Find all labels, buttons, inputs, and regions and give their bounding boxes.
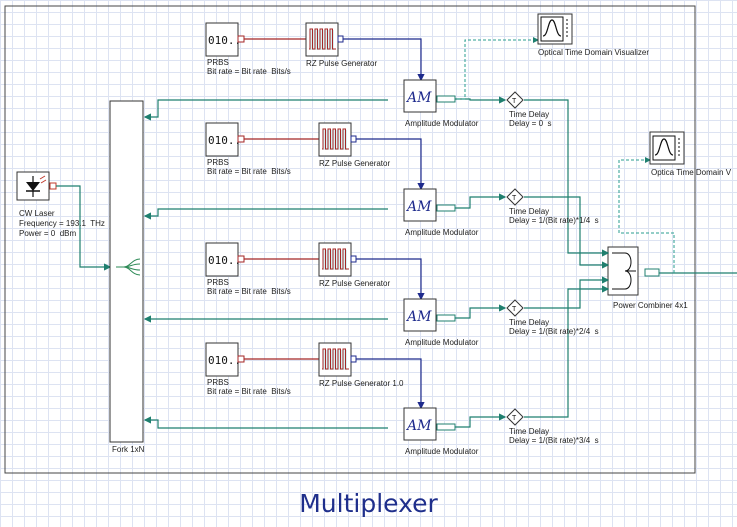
- modulator-icon-text: AM: [405, 90, 432, 106]
- modulator-name: Amplitude Modulator: [405, 119, 479, 128]
- rz-pulse-generator-block[interactable]: [318, 242, 357, 277]
- laser-frequency: Frequency = 193.1 THz: [19, 219, 105, 228]
- fork-block[interactable]: [109, 100, 144, 443]
- layout-frame: [4, 5, 696, 474]
- prbs-param: Bit rate = Bit rate Bits/s: [207, 67, 291, 76]
- visualizer-1-name: Optical Time Domain Visualizer: [538, 48, 650, 57]
- laser-diode-icon: [26, 175, 47, 197]
- delay-to-combiner-wires: [524, 99, 610, 418]
- diagram-caption: Multiplexer: [299, 489, 438, 518]
- pulse-to-modulator-wire: [356, 138, 425, 191]
- fork-icon: [116, 258, 141, 276]
- laser-name: CW Laser: [19, 209, 55, 218]
- prbs-name: PRBS: [207, 378, 229, 387]
- delay-name: Time Delay: [509, 427, 550, 436]
- visualizer-block-1[interactable]: [537, 13, 573, 45]
- modulator-name: Amplitude Modulator: [405, 338, 479, 347]
- modulator-icon-text: AM: [405, 199, 432, 215]
- mod-to-visualizer-wire: [457, 37, 539, 100]
- delay-name: Time Delay: [509, 110, 550, 119]
- channel-row: 010.. AM T: [205, 122, 524, 222]
- modulator-name: Amplitude Modulator: [405, 447, 479, 456]
- amplitude-modulator-block[interactable]: AM: [403, 298, 456, 332]
- delay-name: Time Delay: [509, 207, 550, 216]
- delay-value: Delay = 0 s: [509, 119, 552, 128]
- rz-pulse-generator-block[interactable]: [318, 342, 357, 377]
- amplitude-modulator-block[interactable]: AM: [403, 188, 456, 222]
- delay-value: Delay = 1/(Bit rate)*1/4 s: [509, 216, 599, 225]
- time-delay-block[interactable]: T: [506, 299, 524, 317]
- visualizer-block-2[interactable]: [649, 131, 685, 165]
- prbs-icon-text: 010..: [208, 354, 241, 367]
- prbs-icon-text: 010..: [208, 34, 241, 47]
- oscilloscope-icon: [652, 135, 680, 161]
- prbs-param: Bit rate = Bit rate Bits/s: [207, 167, 291, 176]
- prbs-icon-text: 010..: [208, 254, 241, 267]
- laser-to-fork-wire: [56, 185, 112, 271]
- cw-laser-block[interactable]: [16, 171, 57, 201]
- pulse-name: RZ Pulse Generator 1.0: [319, 379, 404, 388]
- prbs-block[interactable]: 010..: [205, 342, 245, 377]
- fork-name: Fork 1xN: [112, 445, 145, 454]
- power-combiner-block[interactable]: [607, 246, 660, 296]
- delay-icon-text: T: [512, 98, 517, 105]
- combiner-name: Power Combiner 4x1: [613, 301, 688, 310]
- modulator-to-delay-wire: [455, 304, 507, 319]
- modulator-icon-text: AM: [405, 418, 432, 434]
- prbs-block[interactable]: 010..: [205, 22, 245, 57]
- delay-icon-text: T: [512, 195, 517, 202]
- prbs-block[interactable]: 010..: [205, 122, 245, 157]
- delay-icon-text: T: [512, 415, 517, 422]
- amplitude-modulator-block[interactable]: AM: [403, 407, 456, 441]
- modulator-to-delay-wire: [455, 413, 507, 428]
- pulse-name: RZ Pulse Generator: [319, 279, 391, 288]
- prbs-param: Bit rate = Bit rate Bits/s: [207, 387, 291, 396]
- rz-pulse-generator-block[interactable]: [305, 22, 344, 57]
- delay-value: Delay = 1/(Bit rate)*3/4 s: [509, 436, 599, 445]
- rz-pulse-generator-block[interactable]: [318, 122, 357, 157]
- pulse-to-modulator-wire: [356, 358, 425, 410]
- modulator-icon-text: AM: [405, 309, 432, 325]
- prbs-block[interactable]: 010..: [205, 242, 245, 277]
- delay-name: Time Delay: [509, 318, 550, 327]
- oscilloscope-icon: [540, 16, 568, 42]
- prbs-name: PRBS: [207, 158, 229, 167]
- modulator-name: Amplitude Modulator: [405, 228, 479, 237]
- time-delay-block[interactable]: T: [506, 91, 524, 109]
- fork-output-wires: [143, 99, 388, 429]
- pulse-name: RZ Pulse Generator: [306, 59, 378, 68]
- prbs-name: PRBS: [207, 58, 229, 67]
- pulse-to-modulator-wire: [343, 38, 425, 82]
- time-delay-block[interactable]: T: [506, 188, 524, 206]
- modulator-to-delay-wire: [455, 193, 507, 209]
- visualizer-2-name: Optica Time Domain V: [651, 168, 732, 177]
- combiner-to-visualizer-wire: [618, 157, 675, 273]
- pulse-to-modulator-wire: [356, 258, 425, 301]
- channel-row: 010.. AM T: [205, 242, 524, 332]
- laser-power: Power = 0 dBm: [19, 229, 77, 238]
- channel-row: 010.. AM T: [205, 22, 524, 113]
- delay-icon-text: T: [512, 306, 517, 313]
- amplitude-modulator-block[interactable]: AM: [403, 79, 456, 113]
- time-delay-block[interactable]: T: [506, 408, 524, 426]
- channel-row: 010.. AM T: [205, 342, 524, 441]
- prbs-param: Bit rate = Bit rate Bits/s: [207, 287, 291, 296]
- pulse-name: RZ Pulse Generator: [319, 159, 391, 168]
- delay-value: Delay = 1/(Bit rate)*2/4 s: [509, 327, 599, 336]
- prbs-name: PRBS: [207, 278, 229, 287]
- prbs-icon-text: 010..: [208, 134, 241, 147]
